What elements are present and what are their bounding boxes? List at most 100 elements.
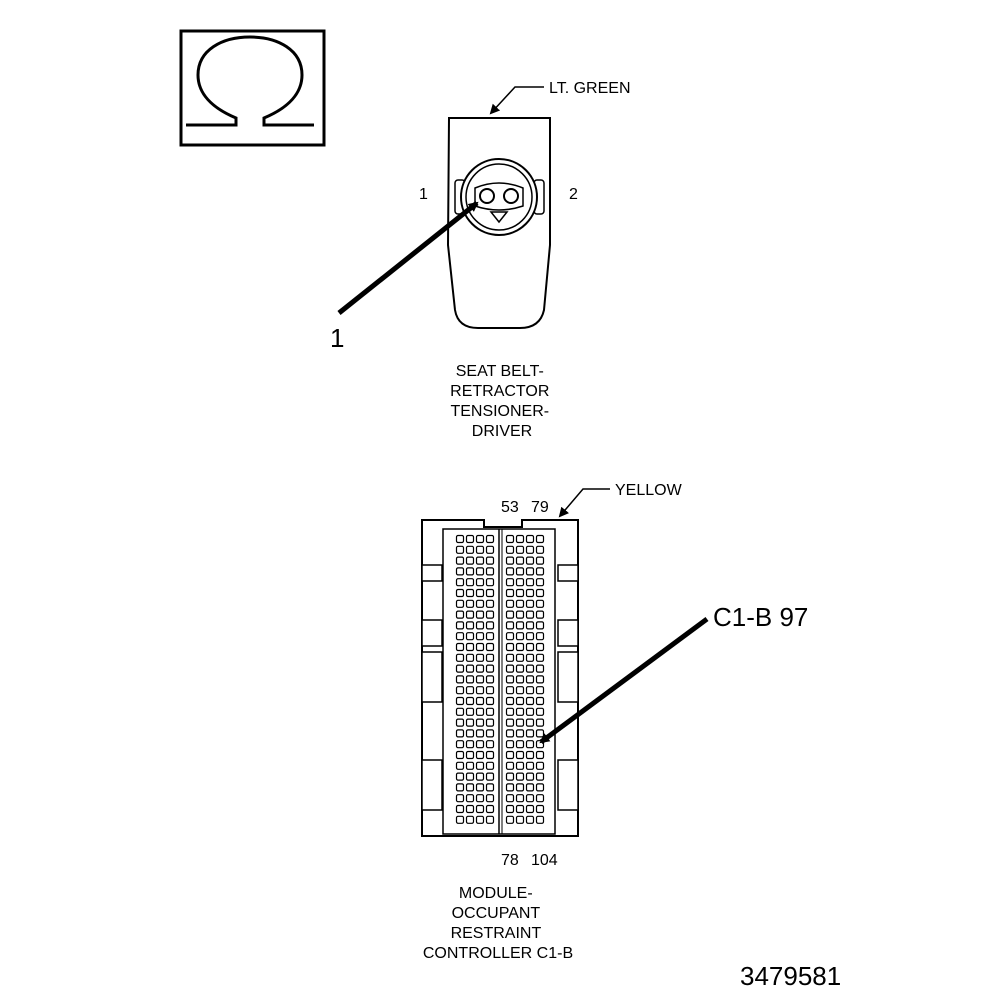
pin-cavity bbox=[525, 621, 535, 630]
pin-cavity bbox=[535, 729, 545, 738]
pin-cavity bbox=[535, 621, 545, 630]
pin-cavity bbox=[535, 804, 545, 814]
pin-cavity bbox=[515, 729, 525, 738]
top-pin-label-53: 53 bbox=[501, 499, 519, 516]
pin-cavity bbox=[535, 772, 545, 781]
pin-cavity bbox=[525, 772, 535, 781]
pin-cavity bbox=[505, 545, 515, 554]
pin-cavity bbox=[475, 707, 485, 716]
pin-cavity bbox=[525, 783, 535, 792]
pin-cavity bbox=[485, 794, 495, 803]
pin-cavity bbox=[535, 653, 545, 662]
pin-cavity bbox=[475, 675, 485, 684]
pin-cavity bbox=[475, 621, 485, 630]
pin-cavity bbox=[515, 664, 525, 673]
bottom-pin-label-104: 104 bbox=[531, 852, 558, 869]
pin-cavity bbox=[485, 675, 495, 684]
pin-cavity bbox=[505, 664, 515, 673]
pin-cavity bbox=[485, 578, 495, 587]
pin-cavity bbox=[505, 783, 515, 792]
pin-cavity bbox=[515, 578, 525, 587]
pin-cavity bbox=[455, 815, 465, 824]
pin-cavity bbox=[485, 750, 495, 760]
pin-cavity bbox=[525, 567, 535, 576]
pin-cavity bbox=[525, 686, 535, 695]
pin-cavity bbox=[465, 621, 475, 630]
pin-cavity bbox=[505, 588, 515, 598]
pin-cavity bbox=[485, 815, 495, 824]
callout-arrow-module bbox=[539, 616, 709, 745]
pin-cavity bbox=[485, 653, 495, 662]
pin-cavity bbox=[455, 664, 465, 673]
pin-cavity bbox=[485, 610, 495, 619]
pin-cavity bbox=[515, 632, 525, 641]
pin-cavity bbox=[465, 696, 475, 706]
ohm-icon bbox=[179, 29, 326, 147]
pin-cavity bbox=[505, 599, 515, 608]
module-connector bbox=[421, 519, 579, 837]
pin-cavity bbox=[485, 783, 495, 792]
pin-cavity bbox=[465, 686, 475, 695]
pin-cavity bbox=[535, 761, 545, 770]
pin-cavity bbox=[465, 740, 475, 749]
pin-cavity bbox=[535, 718, 545, 727]
pin-cavity bbox=[525, 696, 535, 706]
pin-cavity bbox=[515, 621, 525, 630]
pin-cavity bbox=[455, 794, 465, 803]
pin-cavity bbox=[515, 783, 525, 792]
pin-cavity bbox=[485, 599, 495, 608]
pin-cavity bbox=[475, 804, 485, 814]
pin-cavity bbox=[465, 815, 475, 824]
pin-cavity bbox=[455, 556, 465, 565]
pin-cavity bbox=[525, 718, 535, 727]
bottom-pin-label-78: 78 bbox=[501, 852, 519, 869]
pin-cavity bbox=[535, 599, 545, 608]
pin-cavity bbox=[465, 783, 475, 792]
pin-cavity bbox=[455, 588, 465, 598]
pin-cavity bbox=[525, 815, 535, 824]
pin-cavity bbox=[465, 534, 475, 544]
pin-cavity bbox=[505, 729, 515, 738]
pin-cavity bbox=[505, 794, 515, 803]
pin-cavity bbox=[455, 740, 465, 749]
pin-cavity bbox=[485, 545, 495, 554]
pin-cavity bbox=[535, 815, 545, 824]
pin-cavity bbox=[475, 632, 485, 641]
pin-cavity bbox=[525, 545, 535, 554]
pin-cavity bbox=[465, 588, 475, 598]
pin-cavity bbox=[515, 599, 525, 608]
pin-cavity bbox=[535, 750, 545, 760]
pin-cavity bbox=[485, 664, 495, 673]
color-leader-line-module bbox=[558, 488, 610, 518]
pin-cavity bbox=[515, 556, 525, 565]
pin-cavity bbox=[505, 642, 515, 652]
pin-cavity bbox=[505, 567, 515, 576]
pin-cavity bbox=[465, 599, 475, 608]
pin-cavity bbox=[465, 642, 475, 652]
pin-cavity bbox=[525, 578, 535, 587]
pin-cavity bbox=[505, 750, 515, 760]
pin-cavity bbox=[465, 556, 475, 565]
pin-cavity bbox=[515, 686, 525, 695]
pin-cavity bbox=[485, 567, 495, 576]
pin-cavity bbox=[525, 653, 535, 662]
pin-cavity bbox=[535, 588, 545, 598]
pin-cavity bbox=[465, 632, 475, 641]
pin-cavity bbox=[505, 610, 515, 619]
pin-cavity bbox=[475, 588, 485, 598]
pin-cavity bbox=[455, 675, 465, 684]
pin-cavity bbox=[465, 578, 475, 587]
pin-cavity bbox=[515, 707, 525, 716]
pin-cavity bbox=[465, 761, 475, 770]
pin-cavity bbox=[455, 610, 465, 619]
pin-cavity bbox=[525, 599, 535, 608]
pin-cavity bbox=[485, 534, 495, 544]
pin-cavity bbox=[485, 740, 495, 749]
pin-cavity bbox=[475, 599, 485, 608]
top-pin-label-79: 79 bbox=[531, 499, 549, 516]
pin-cavity bbox=[535, 794, 545, 803]
pin-cavity bbox=[525, 556, 535, 565]
pin-cavity bbox=[505, 675, 515, 684]
pin-cavity bbox=[455, 642, 465, 652]
module-color-label: YELLOW bbox=[615, 482, 683, 499]
